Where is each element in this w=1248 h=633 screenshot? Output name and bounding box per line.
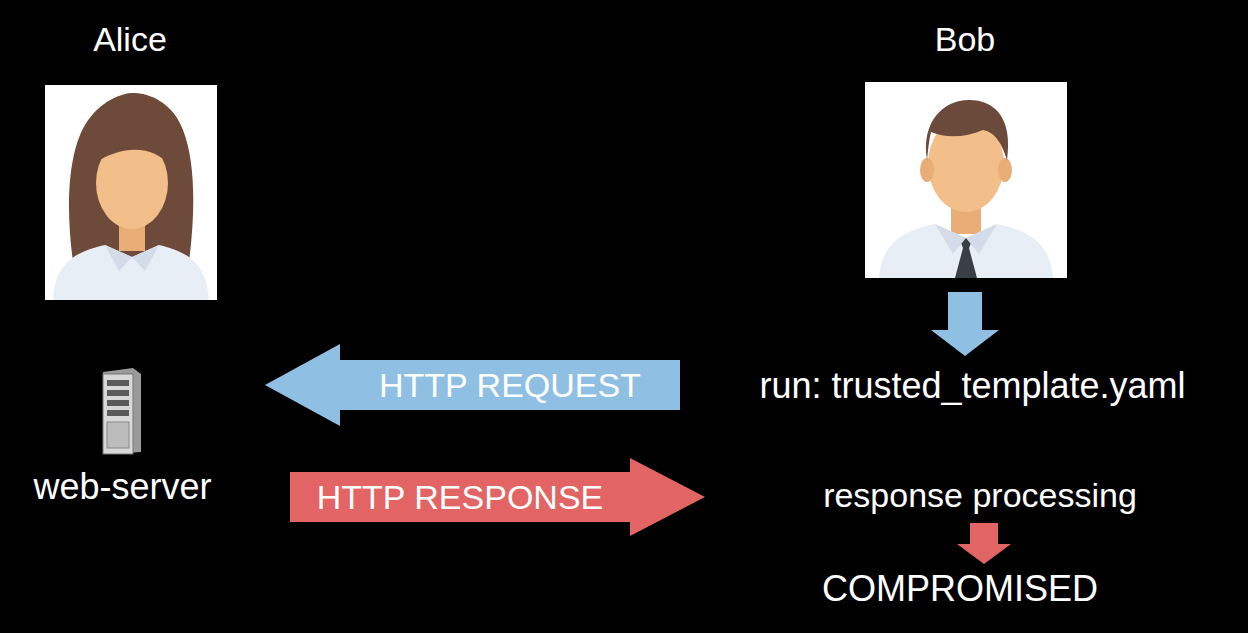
node-text: response processing xyxy=(823,476,1137,515)
server-node: web-server xyxy=(5,365,240,507)
node-text: COMPROMISED xyxy=(822,568,1098,609)
arrow-label: HTTP RESPONSE xyxy=(317,480,604,514)
ear xyxy=(998,158,1012,182)
collar xyxy=(105,245,159,271)
shirt xyxy=(879,224,1053,278)
node-text: run: trusted_template.yaml xyxy=(759,365,1185,406)
drive-bay xyxy=(107,380,129,386)
person-node: Bob xyxy=(860,20,1070,280)
avatar-ground xyxy=(45,85,217,300)
block-arrow xyxy=(957,523,1011,564)
collar xyxy=(935,224,997,254)
hair xyxy=(926,100,1008,160)
block-arrow xyxy=(265,344,680,426)
avatar-ground xyxy=(865,82,1067,278)
server-side xyxy=(103,368,141,454)
arrow-label: HTTP REQUEST xyxy=(379,368,641,402)
shirt xyxy=(53,245,209,300)
fringe xyxy=(95,127,169,165)
person-node: Alice xyxy=(40,20,220,302)
block-arrow xyxy=(290,458,705,536)
bob-avatar xyxy=(865,82,1067,278)
block-arrow xyxy=(931,292,999,356)
drive-bay xyxy=(107,390,129,396)
server-front xyxy=(103,374,133,454)
ear xyxy=(920,158,934,182)
server-icon xyxy=(95,366,145,456)
step-text: response processing xyxy=(770,472,1190,520)
hair xyxy=(69,93,193,275)
node-text: Bob xyxy=(935,20,996,59)
result-text: COMPROMISED xyxy=(780,564,1140,614)
node-text: web-server xyxy=(33,466,211,507)
drive-bay xyxy=(107,400,129,406)
step-text: run: trusted_template.yaml xyxy=(700,362,1245,410)
node-text: Alice xyxy=(93,20,167,59)
vent-panel xyxy=(107,422,129,448)
alice-avatar xyxy=(45,85,217,300)
drive-bay xyxy=(107,410,129,416)
